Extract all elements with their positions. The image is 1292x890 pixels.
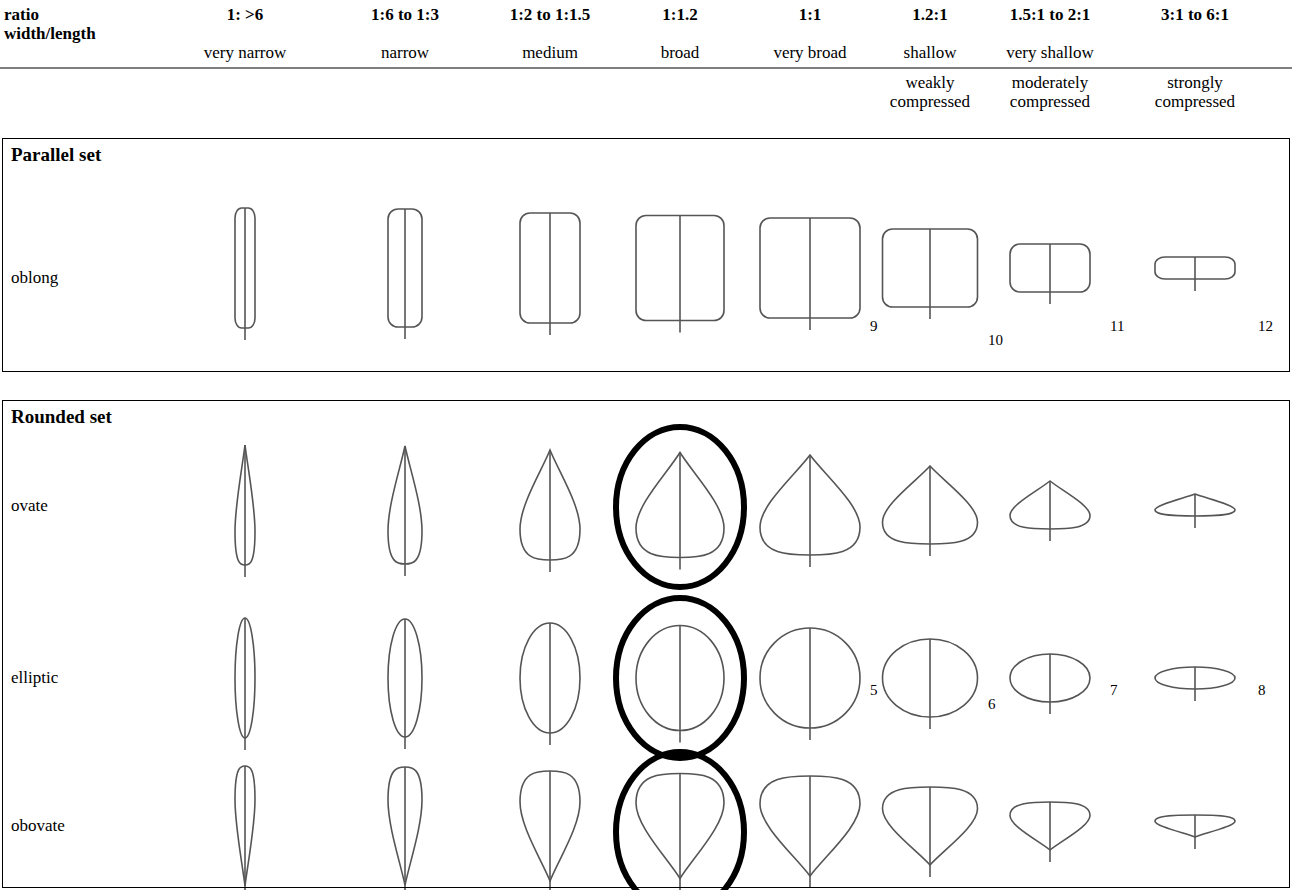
set-panel: Rounded set ovate elliptic obovate [2,400,1290,888]
ratio-value: 1: >6 [180,6,310,25]
set-panel: Parallel set oblong [2,138,1290,372]
callout-number: 12 [1258,318,1288,335]
set-heading: Parallel set [11,145,101,166]
ratio-value: 1.2:1 [865,6,995,25]
leaf-outline [1194,667,1196,701]
row-heading: ratio width/length [4,6,122,43]
leaf-outline [929,229,931,319]
ratio-value: 1:1 [745,6,875,25]
leaf-outline [404,619,406,749]
leaf-outline [679,626,681,743]
width-class: very shallow [985,44,1115,63]
leaf-outline [244,618,246,750]
callout-number: 9 [870,318,900,335]
ratio-value: 1:1.2 [615,6,745,25]
callout-number: 5 [870,682,900,699]
leaf-outline [404,446,406,576]
leaf-outline [1194,494,1196,528]
width-class: very narrow [180,44,310,63]
highlight-circles [616,427,744,890]
leaf-outline [929,639,931,729]
width-class: broad [615,44,745,63]
leaf-outline [244,208,246,340]
leaf-outline [679,216,681,333]
leaf-outline [929,466,931,556]
shape-name: elliptic [11,669,58,688]
ratio-value: 1:6 to 1:3 [340,6,470,25]
leaf-outline [809,776,811,888]
leaf-outline [549,623,551,745]
leaf-outline [1049,244,1051,304]
shape-name: ovate [11,497,48,516]
leaf-outline [679,453,681,570]
shape-name: obovate [11,817,65,836]
width-class: narrow [340,44,470,63]
leaf-outline [809,455,811,567]
width-class: very broad [745,44,875,63]
set-heading: Rounded set [11,407,112,428]
leaf-outline [809,628,811,740]
ratio-value: 1:2 to 1:1.5 [485,6,615,25]
leaf-outline [244,766,246,890]
ratio-value: 3:1 to 6:1 [1130,6,1260,25]
callout-number: 8 [1258,682,1288,699]
width-class: medium [485,44,615,63]
ratio-value: 1.5:1 to 2:1 [985,6,1115,25]
leaf-outline [1194,815,1196,849]
leaf-outline [549,213,551,335]
callout-number: 11 [1110,318,1140,335]
callout-number: 6 [988,696,1018,713]
leaf-outline [244,445,246,577]
compression-class: moderately compressed [994,74,1106,111]
header-rule [0,67,1292,68]
leaf-outline [549,771,551,890]
shape-name: oblong [11,269,58,288]
callout-number: 10 [988,332,1018,349]
leaf-outline [1194,257,1196,291]
width-class: shallow [865,44,995,63]
leaf-outline [1049,802,1051,862]
compression-class: weakly compressed [874,74,986,111]
leaf-outline [404,209,406,339]
leaf-outline [809,218,811,330]
compression-class: strongly compressed [1139,74,1251,111]
leaf-outline [404,767,406,890]
leaf-outline [1049,654,1051,714]
leaf-outline [929,787,931,877]
leaf-outline [1049,481,1051,541]
leaf-outline [679,774,681,890]
leaf-outline [549,450,551,572]
callout-number: 7 [1110,682,1140,699]
